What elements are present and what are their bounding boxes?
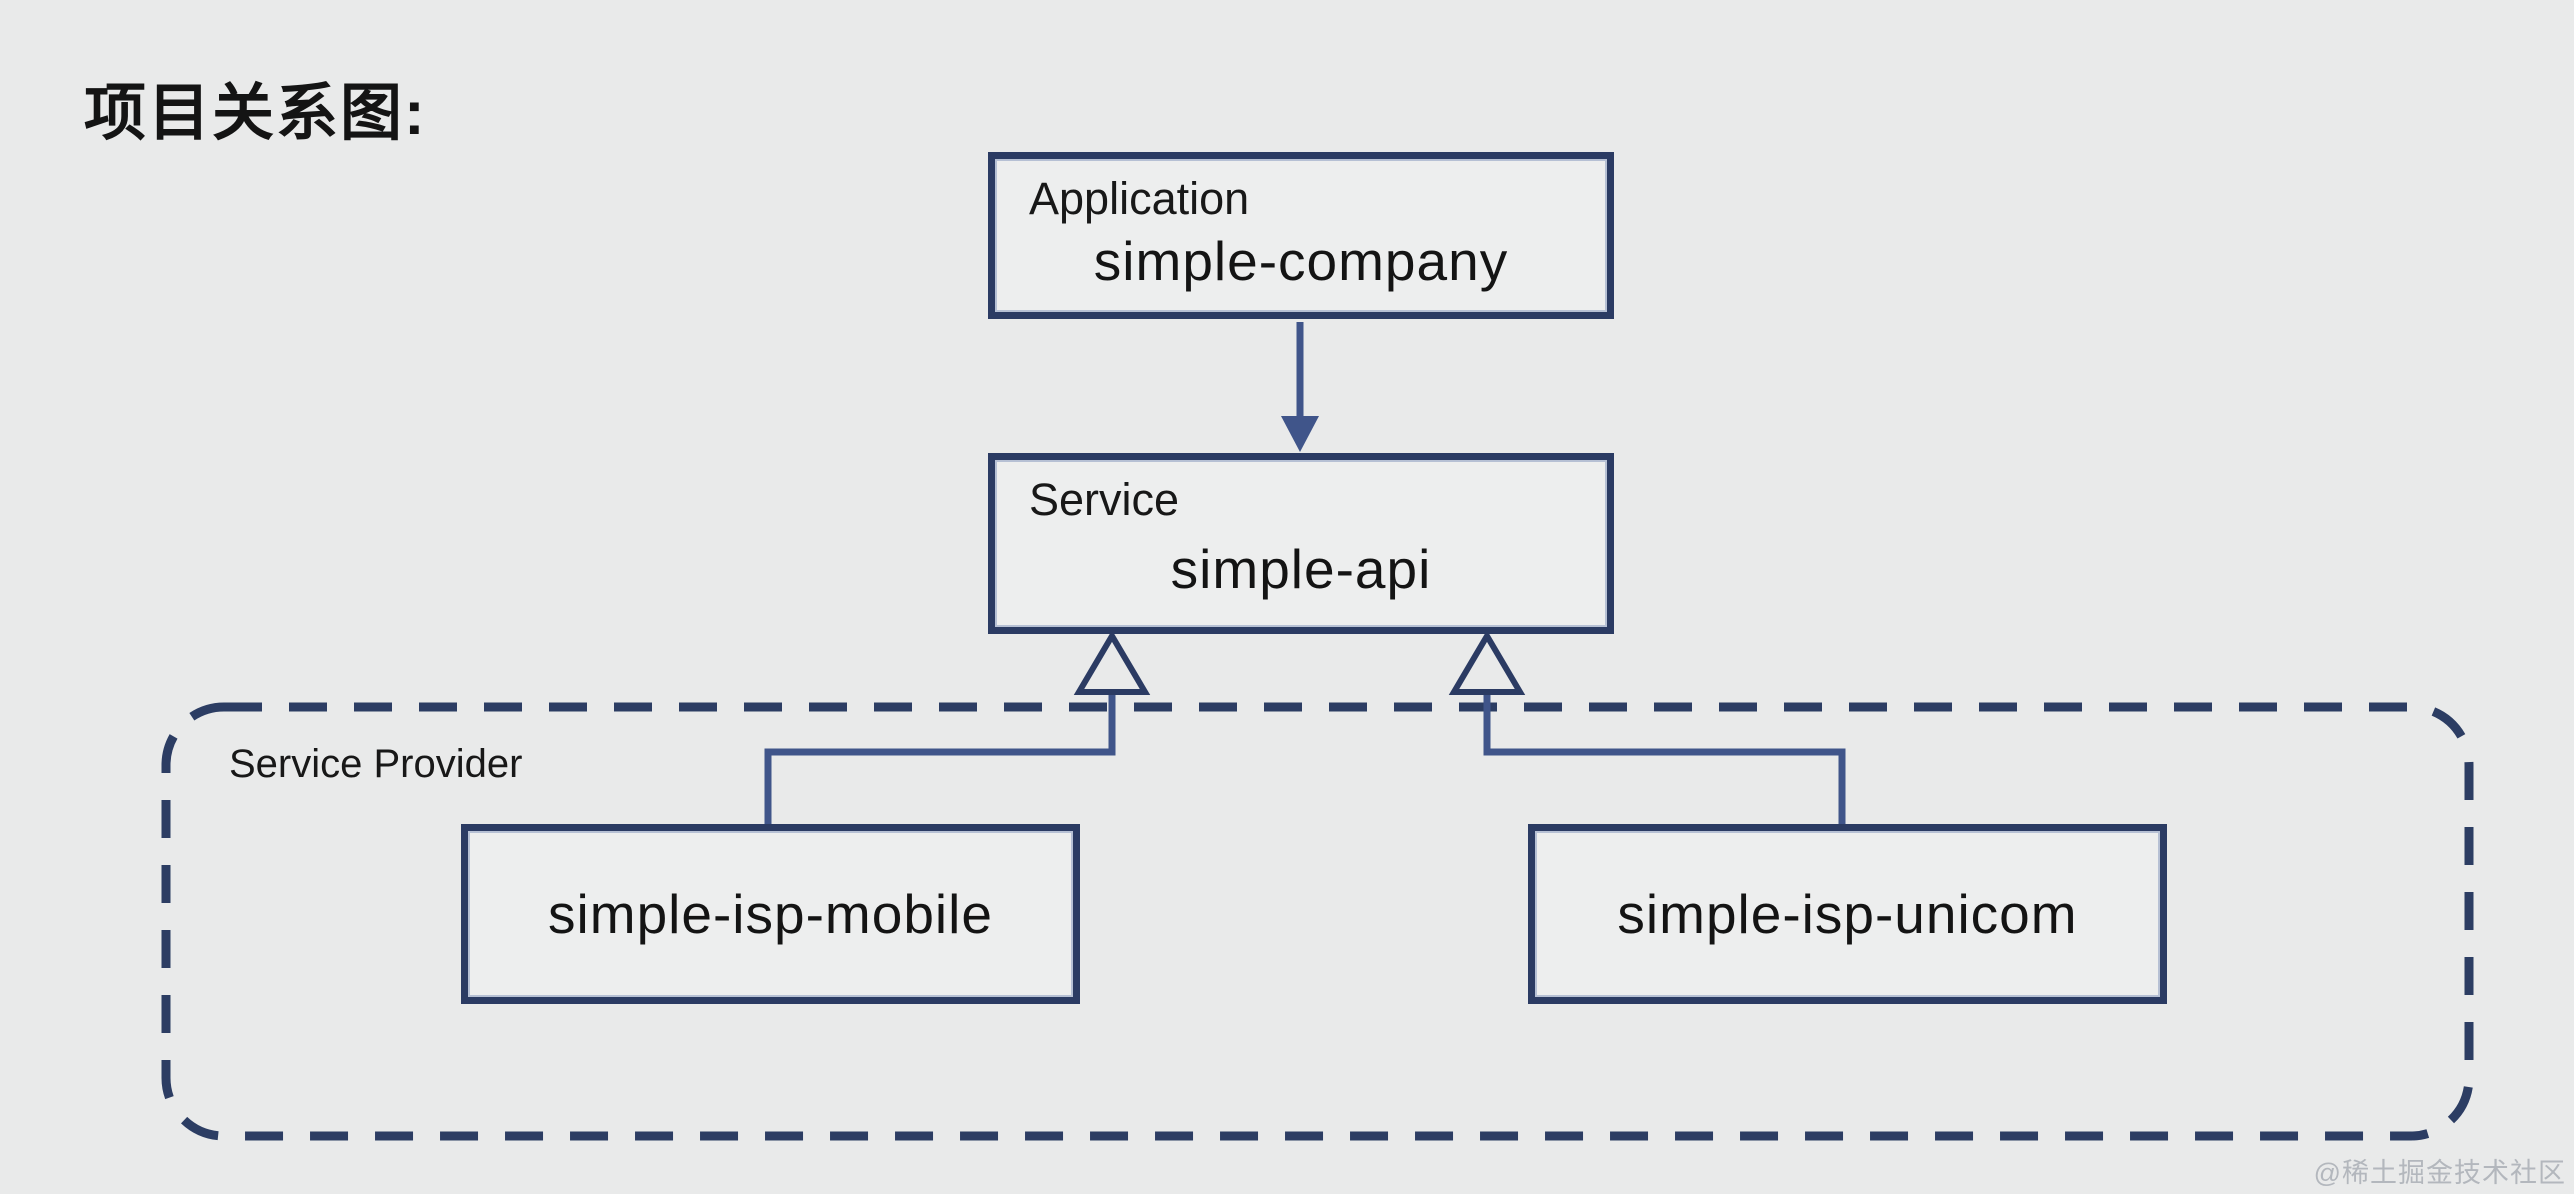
provider-name-mobile: simple-isp-mobile xyxy=(548,883,993,945)
unicom-to-service-connector xyxy=(1483,694,1846,827)
service-name: simple-api xyxy=(1170,538,1432,601)
provider-name-unicom: simple-isp-unicom xyxy=(1617,883,2078,945)
provider-box-unicom: simple-isp-unicom xyxy=(1528,824,2167,1004)
service-provider-group-label: Service Provider xyxy=(229,742,523,786)
mobile-to-service-connector xyxy=(764,694,1116,827)
application-name: simple-company xyxy=(1093,230,1509,293)
provider-box-mobile: simple-isp-mobile xyxy=(461,824,1080,1004)
watermark: @稀土掘金技术社区 xyxy=(2313,1158,2566,1188)
application-to-service-arrow-head xyxy=(1281,416,1319,452)
service-provider-group-border xyxy=(161,702,2474,1141)
page-title: 项目关系图: xyxy=(84,79,427,148)
application-type-label: Application xyxy=(1029,173,1250,224)
application-box: Application simple-company xyxy=(988,152,1614,319)
service-type-label: Service xyxy=(1029,474,1180,525)
service-box: Service simple-api xyxy=(988,453,1614,634)
inheritance-triangle-left xyxy=(1073,630,1151,695)
inheritance-triangle-right xyxy=(1448,630,1526,695)
